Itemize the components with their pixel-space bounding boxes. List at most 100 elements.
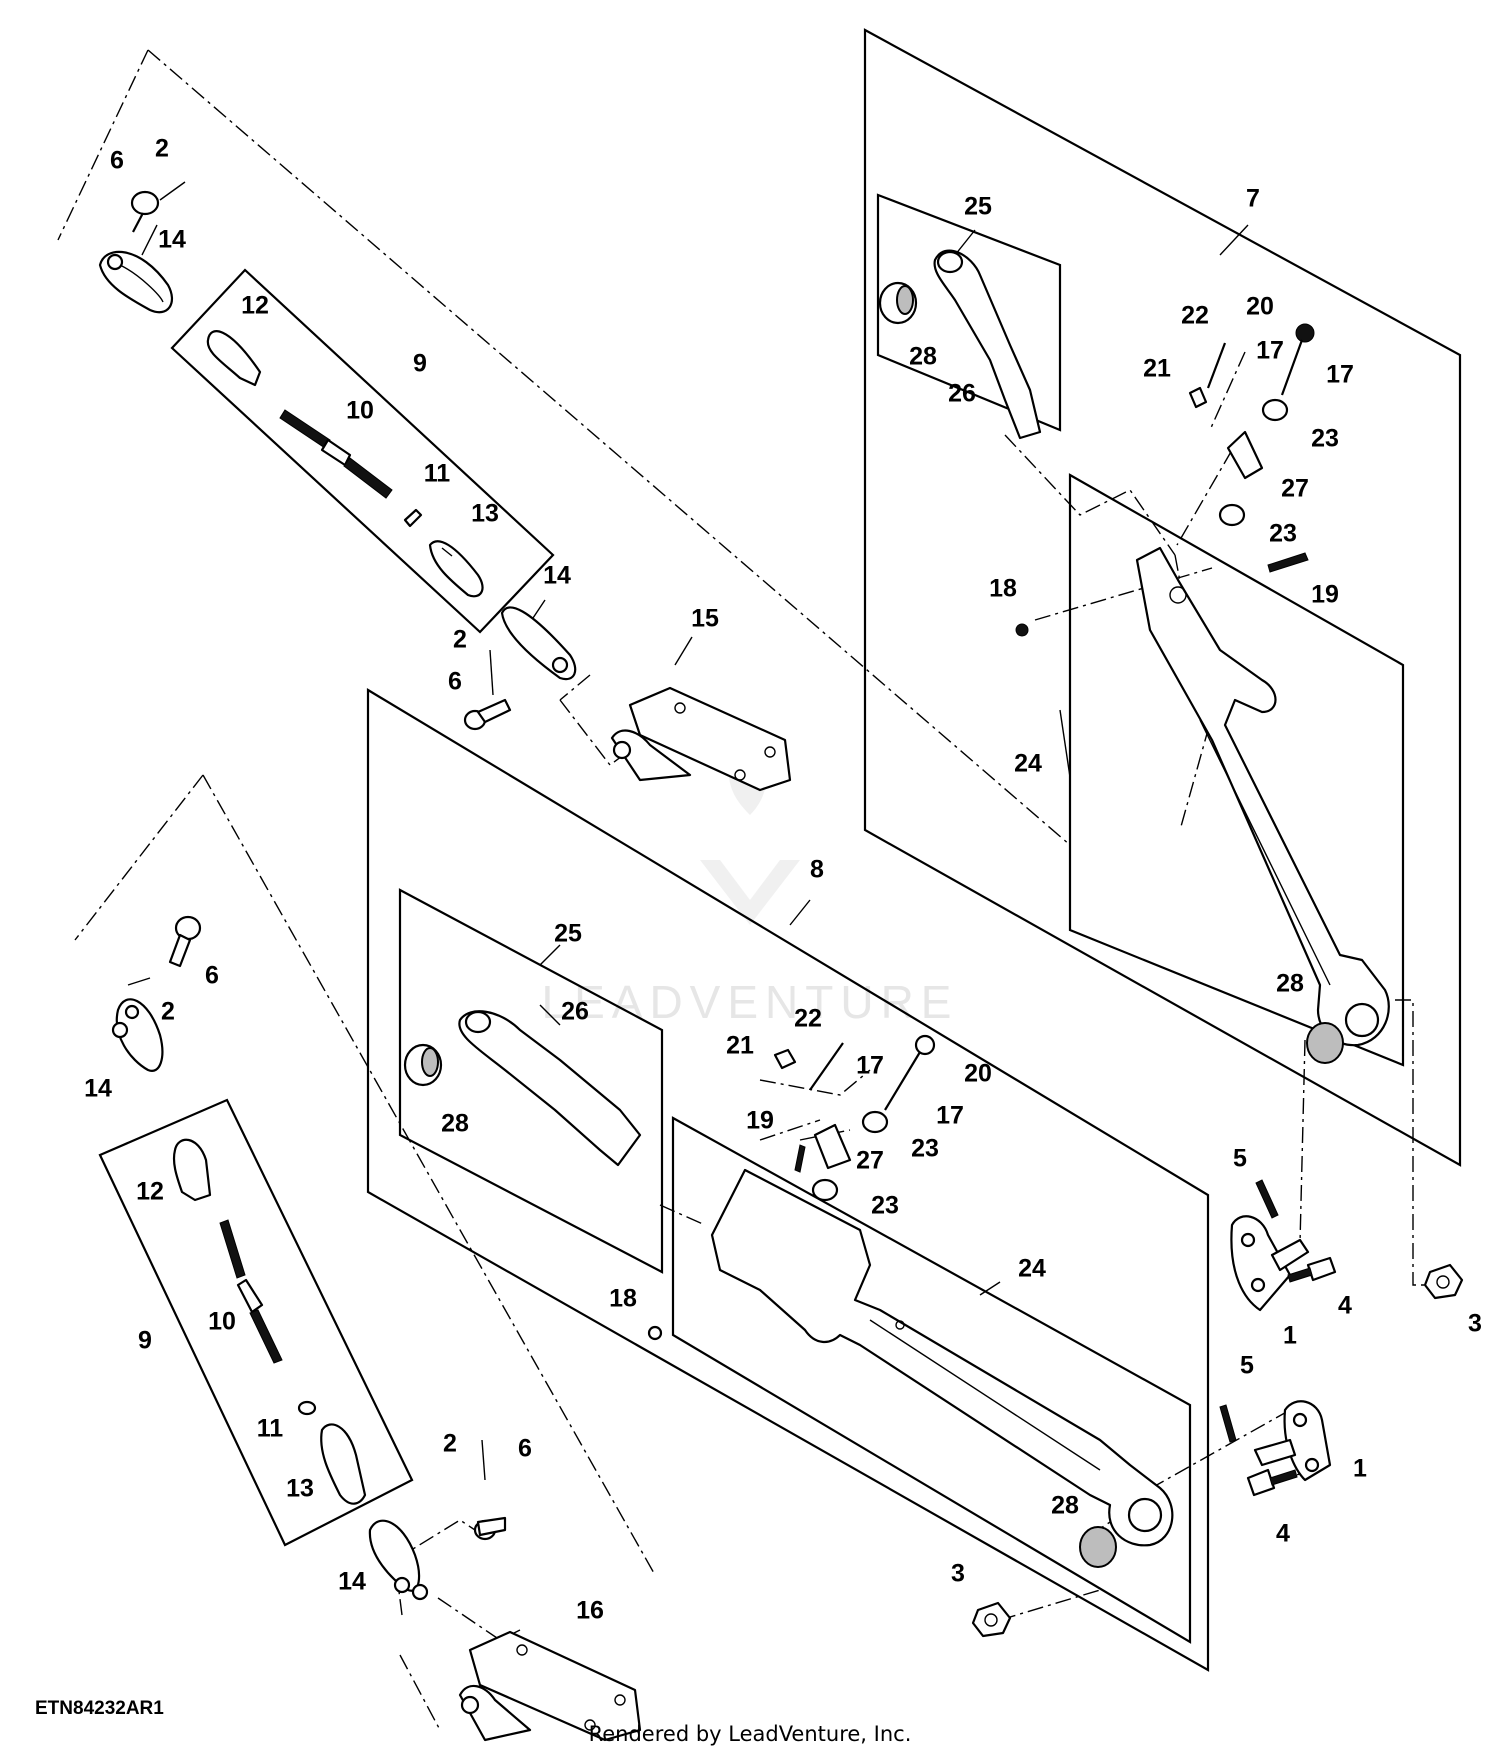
clevis-pin-6-lower-top bbox=[127, 915, 202, 986]
callout-14: 14 bbox=[84, 1075, 112, 1103]
callout-17: 17 bbox=[1326, 361, 1354, 389]
washer-23-upper-b bbox=[1218, 503, 1246, 527]
callouts: 2 6 14 12 9 10 11 13 14 2 6 15 7 25 28 2… bbox=[84, 135, 1482, 1625]
callout-6: 6 bbox=[518, 1435, 532, 1463]
clip-21-upper bbox=[1188, 386, 1208, 409]
callout-28: 28 bbox=[1051, 1492, 1079, 1520]
lift-arm-26-upper bbox=[933, 249, 1042, 440]
turnbuckle-rod-10-lower bbox=[219, 1219, 283, 1364]
callout-23: 23 bbox=[911, 1135, 939, 1163]
washer-23-center-b bbox=[811, 1178, 839, 1202]
callout-28: 28 bbox=[909, 343, 937, 371]
callout-12: 12 bbox=[241, 292, 269, 320]
callout-8: 8 bbox=[810, 856, 824, 884]
callout-28: 28 bbox=[441, 1110, 469, 1138]
callout-25: 25 bbox=[964, 193, 992, 221]
mounting-bracket-16 bbox=[458, 1630, 642, 1742]
callout-18: 18 bbox=[989, 575, 1017, 603]
clevis-pin-6-upper bbox=[463, 649, 512, 731]
callout-24: 24 bbox=[1014, 750, 1042, 778]
washer-23-center-a bbox=[861, 1110, 889, 1134]
bolt-20-center bbox=[884, 1034, 936, 1111]
ball-28-center-link bbox=[1079, 1526, 1117, 1568]
hex-bolt-4-upper bbox=[1287, 1256, 1337, 1283]
callout-7: 7 bbox=[1246, 185, 1260, 213]
latch-27-center bbox=[813, 1123, 852, 1170]
callout-3: 3 bbox=[951, 1560, 965, 1588]
callout-21: 21 bbox=[1143, 355, 1171, 383]
lower-link-24-center bbox=[710, 1168, 1174, 1547]
ball-stud-1-upper bbox=[1230, 1215, 1310, 1312]
callout-1: 1 bbox=[1353, 1455, 1367, 1483]
callout-18: 18 bbox=[609, 1285, 637, 1313]
callout-25: 25 bbox=[554, 920, 582, 948]
callout-9: 9 bbox=[413, 350, 427, 378]
nut-18-center bbox=[647, 1325, 663, 1341]
callout-13: 13 bbox=[286, 1475, 314, 1503]
callout-11: 11 bbox=[424, 460, 451, 488]
credit-text: Rendered by LeadVenture, Inc. bbox=[588, 1722, 912, 1746]
assembly-frame-8 bbox=[366, 688, 1210, 1672]
callout-14: 14 bbox=[158, 226, 186, 254]
link-end-lower-bottom bbox=[368, 1519, 429, 1601]
turnbuckle-frame-9-upper bbox=[170, 268, 555, 634]
callout-22: 22 bbox=[1181, 302, 1209, 330]
thread-tube-13-lower bbox=[320, 1423, 367, 1505]
latch-27-upper bbox=[1226, 430, 1264, 480]
callout-14: 14 bbox=[543, 562, 571, 590]
callout-12: 12 bbox=[136, 1178, 164, 1206]
callout-3: 3 bbox=[1468, 1310, 1482, 1338]
assembly-frame-7 bbox=[863, 28, 1462, 1167]
clevis-pin-6-lower bbox=[473, 1439, 507, 1541]
ball-28-upper-link bbox=[1306, 1022, 1344, 1064]
lift-arm-26-center bbox=[458, 1010, 642, 1167]
clevis-pin-upper bbox=[130, 181, 186, 233]
callout-17: 17 bbox=[1256, 337, 1284, 365]
callout-9: 9 bbox=[138, 1327, 152, 1355]
callout-26: 26 bbox=[561, 998, 589, 1026]
pin-22-upper bbox=[1206, 342, 1227, 389]
callout-10: 10 bbox=[208, 1308, 236, 1336]
lock-nut-11-upper bbox=[403, 508, 423, 528]
callout-14: 14 bbox=[338, 1568, 366, 1596]
callout-2: 2 bbox=[443, 1430, 457, 1458]
callout-20: 20 bbox=[1246, 293, 1274, 321]
lower-link-24-upper bbox=[1135, 546, 1390, 1047]
lock-nut-11-lower bbox=[297, 1400, 317, 1416]
callout-17: 17 bbox=[856, 1052, 884, 1080]
callout-11: 11 bbox=[257, 1415, 284, 1443]
callout-27: 27 bbox=[856, 1147, 884, 1175]
callout-28: 28 bbox=[1276, 970, 1304, 998]
bolt-19-center bbox=[794, 1144, 806, 1173]
callout-26: 26 bbox=[948, 380, 976, 408]
callout-5: 5 bbox=[1233, 1145, 1247, 1173]
ball-28-center bbox=[403, 1043, 443, 1087]
ball-28-upper bbox=[878, 281, 918, 325]
callout-2: 2 bbox=[453, 626, 467, 654]
callout-19: 19 bbox=[1311, 581, 1339, 609]
bolt-19-upper bbox=[1267, 552, 1309, 573]
callout-13: 13 bbox=[471, 500, 499, 528]
mounting-bracket-15 bbox=[610, 686, 792, 792]
callout-5: 5 bbox=[1240, 1352, 1254, 1380]
pin-22-center bbox=[809, 1042, 844, 1091]
callout-16: 16 bbox=[576, 1597, 604, 1625]
hex-nut-3-lower bbox=[971, 1601, 1012, 1638]
callout-2: 2 bbox=[155, 135, 169, 163]
link-end-upper-left bbox=[98, 250, 174, 314]
callout-4: 4 bbox=[1338, 1292, 1352, 1320]
turnbuckle-frame-9-lower bbox=[98, 1098, 414, 1547]
callout-23: 23 bbox=[1311, 425, 1339, 453]
washer-23-upper-a bbox=[1261, 398, 1289, 422]
callout-20: 20 bbox=[964, 1060, 992, 1088]
leader-lines bbox=[141, 224, 1249, 1296]
clip-21-center bbox=[773, 1048, 797, 1070]
spring-5-lower bbox=[1219, 1404, 1237, 1443]
hex-bolt-4-lower bbox=[1246, 1468, 1298, 1497]
callout-23: 23 bbox=[871, 1192, 899, 1220]
nut-18-upper bbox=[1015, 623, 1029, 637]
callout-1: 1 bbox=[1283, 1322, 1297, 1350]
link-end-lower-top bbox=[111, 998, 164, 1072]
reference-code: ETN84232AR1 bbox=[35, 1698, 164, 1719]
